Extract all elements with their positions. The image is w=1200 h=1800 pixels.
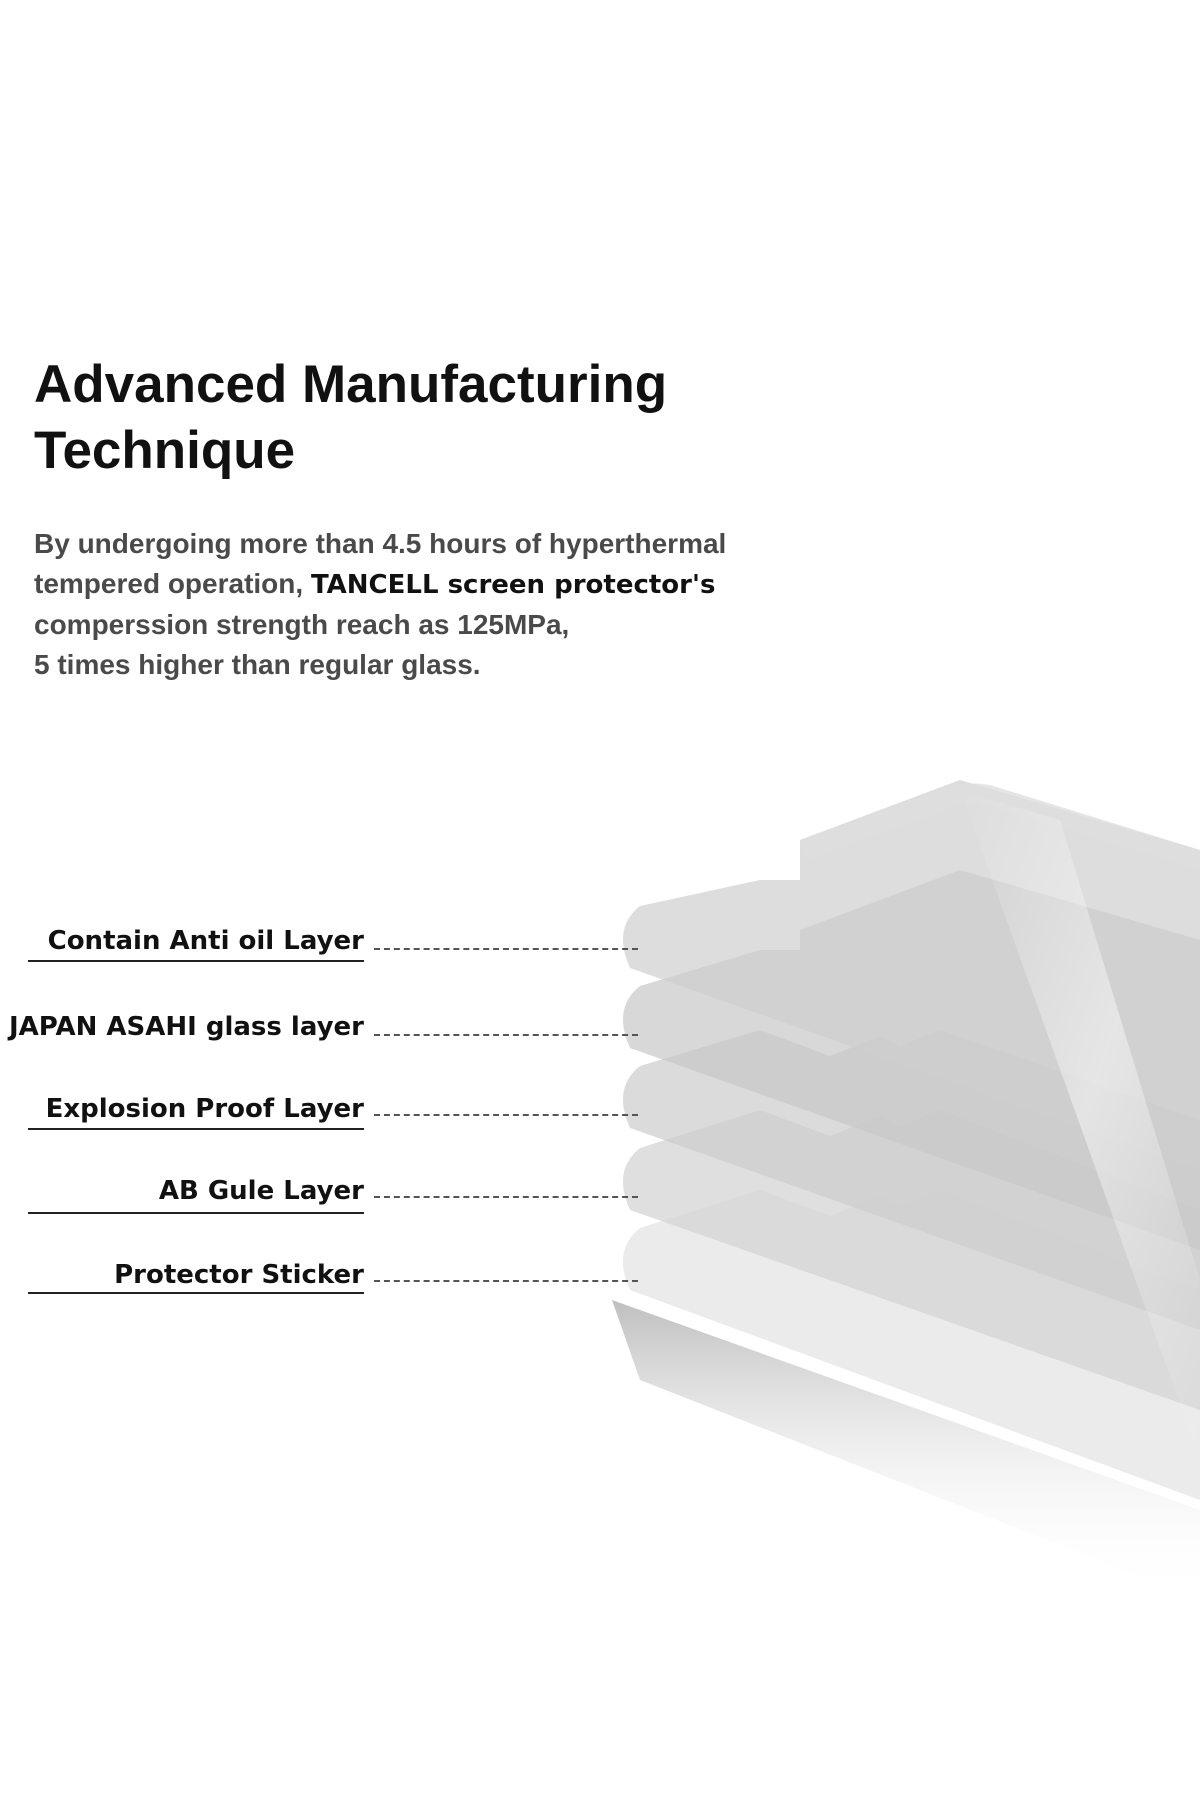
layer-underline-ab-glue [28,1212,364,1214]
layer-underline-anti-oil [28,960,364,962]
layer-leader-protector-sticker [374,1280,638,1282]
description-line-2-text: tempered operation, [34,568,311,599]
layer-label-protector-sticker: Protector Sticker [114,1260,364,1290]
layer-underline-protector-sticker [28,1292,364,1294]
layer-underline-explosion-proof [28,1128,364,1130]
layer-leader-anti-oil [374,948,638,950]
layer-leader-asahi-glass [374,1034,638,1036]
layer-label-explosion-proof: Explosion Proof Layer [45,1094,364,1124]
description-text: By undergoing more than 4.5 hours of hyp… [34,524,934,685]
layer-leader-ab-glue [374,1196,638,1198]
glass-reflection [960,790,1200,1460]
title-line-2: Technique [34,421,296,480]
brand-name: TANCELL screen protector's [310,570,716,600]
description-line-1: By undergoing more than 4.5 hours of hyp… [34,528,727,559]
layer-label-ab-glue: AB Gule Layer [158,1176,364,1206]
description-line-2: tempered operation, TANCELL screen prote… [34,564,934,605]
top-glass-edge [800,783,1200,870]
title-line-1: Advanced Manufacturing [34,355,668,414]
page-title: Advanced Manufacturing Technique [34,352,834,484]
description-line-3: comperssion strength reach as 125MPa, [34,609,570,640]
layer-label-anti-oil: Contain Anti oil Layer [47,926,364,956]
description-line-4: 5 times higher than regular glass. [34,649,481,680]
stack-shadow [612,1300,1200,1600]
layer-leader-explosion-proof [374,1114,638,1116]
layer-label-asahi-glass: JAPAN ASAHI glass layer [9,1012,364,1042]
